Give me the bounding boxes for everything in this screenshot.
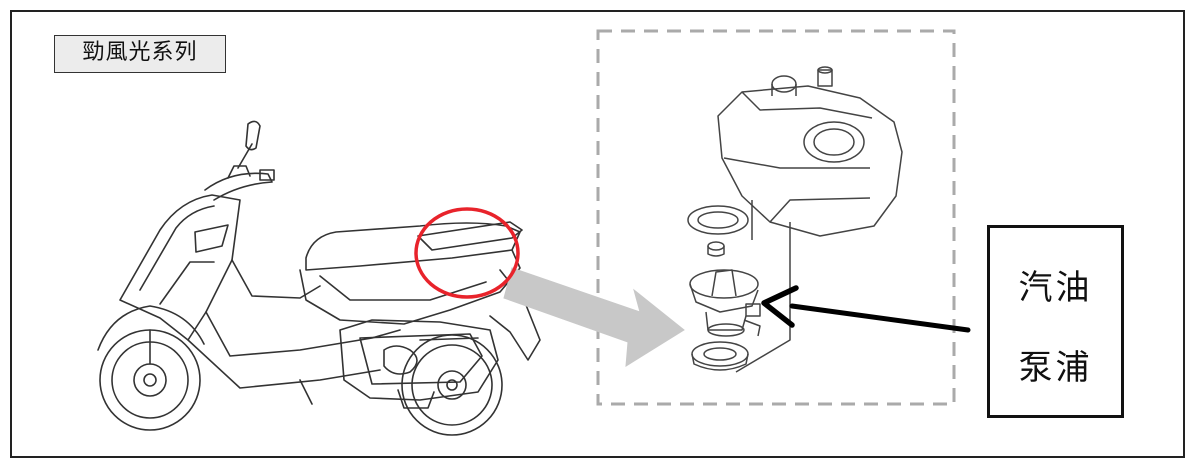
floorboard — [205, 311, 401, 357]
callout-line-2: 泵浦 — [1018, 348, 1093, 388]
callout-line-1: 汽油 — [1018, 268, 1093, 308]
gasket — [707, 241, 725, 257]
seat — [305, 222, 521, 271]
parts-dashed-region — [596, 29, 956, 406]
highlight-circle — [414, 207, 520, 299]
lower-flange — [691, 341, 749, 371]
handlebar — [204, 172, 273, 201]
grab-rail — [417, 221, 523, 251]
fuel-pump-assembly — [689, 269, 761, 337]
pointer-arrow — [761, 285, 971, 333]
locking-ring — [687, 205, 749, 235]
front-fairing — [119, 194, 241, 341]
scooter-drawing — [97, 120, 541, 436]
front-fender — [97, 305, 205, 351]
gray-block-arrow — [503, 267, 685, 367]
rear-wheel — [401, 334, 503, 436]
mirror — [237, 143, 253, 169]
fuel-tank — [717, 66, 903, 237]
fuel-tank-parts — [687, 66, 903, 373]
series-label: 勁風光系列 — [54, 35, 226, 73]
fuel-pump-callout-box: 汽油 泵浦 — [987, 225, 1124, 418]
front-wheel — [99, 329, 201, 431]
engine-unit — [339, 319, 499, 401]
